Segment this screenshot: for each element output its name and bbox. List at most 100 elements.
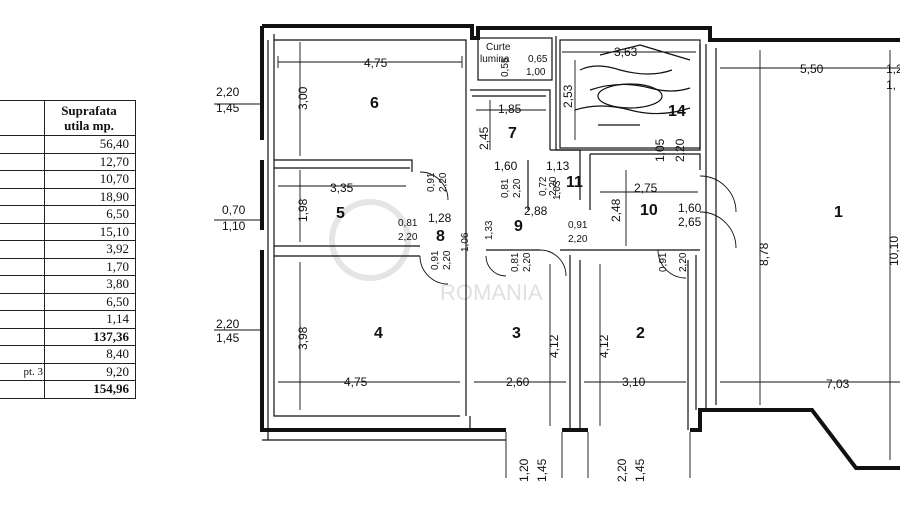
dim-door5b: 2,20 xyxy=(522,252,533,272)
dim-room4-width: 4,75 xyxy=(344,375,368,389)
dim-window6-b: 1, xyxy=(886,78,896,92)
dim-door1: 0,91 xyxy=(426,172,437,192)
dim-room2-width: 3,10 xyxy=(622,375,646,389)
dim-door-265: 2,65 xyxy=(678,215,702,229)
dim-window5-b: 1,45 xyxy=(633,458,647,482)
room-3-label: 3 xyxy=(512,325,521,342)
table-row: 10,70 xyxy=(0,170,136,189)
dim-court-a: 0,65 xyxy=(528,54,548,65)
table-row-area: 137,36 xyxy=(44,327,136,346)
dim-window6-a: 1,2 xyxy=(886,62,900,76)
dim-room9-width: 2,88 xyxy=(524,204,548,218)
dim-room5-width: 3,35 xyxy=(330,181,354,195)
room-8-label: 8 xyxy=(436,228,445,245)
dim-door1b: 2,20 xyxy=(438,172,449,192)
dim-window1-b: 1,45 xyxy=(216,101,240,115)
dim-room9-height: 1,33 xyxy=(484,220,495,240)
dim-door6: 0,91 xyxy=(568,220,588,231)
dim-room1-height-total: 10,10 xyxy=(887,236,900,266)
room-6-label: 6 xyxy=(370,95,379,112)
table-row: 15,10 xyxy=(0,222,136,241)
dim-room5-height: 1,98 xyxy=(296,198,310,222)
dim-door4b: 2,20 xyxy=(442,250,453,270)
room-10-label: 10 xyxy=(640,202,658,219)
dim-door9b: 2,20 xyxy=(548,176,559,196)
dim-window2-a: 0,70 xyxy=(222,203,246,217)
table-header-blank xyxy=(0,100,45,136)
table-row: 12,70 xyxy=(0,152,136,171)
table-row-area: 56,40 xyxy=(44,135,136,154)
dim-hall-c: 1,03 xyxy=(552,180,563,200)
dim-room8-width: 1,28 xyxy=(428,211,452,225)
dim-door7b: 2,20 xyxy=(678,252,689,272)
dim-window3-b: 1,45 xyxy=(216,331,240,345)
staircase xyxy=(559,39,701,149)
dim-room10-width: 2,75 xyxy=(634,181,658,195)
table-row: 154,96 xyxy=(0,380,136,399)
room-2-label: 2 xyxy=(636,325,645,342)
table-row: 6,50 xyxy=(0,205,136,224)
dim-window4-a: 1,20 xyxy=(517,458,531,482)
dim-door5: 0,81 xyxy=(510,252,521,272)
table-row-area: 154,96 xyxy=(44,380,136,399)
table-row-area: 10,70 xyxy=(44,170,136,189)
dim-window5-a: 2,20 xyxy=(615,458,629,482)
dimension-lines xyxy=(214,42,900,478)
dim-room2-height: 4,12 xyxy=(597,334,611,358)
dim-door6b: 2,20 xyxy=(568,234,588,245)
dim-door2: 0,81 xyxy=(398,218,418,229)
dim-court-c: 0,55 xyxy=(500,57,511,77)
dim-door3b: 2,20 xyxy=(512,178,523,198)
dim-door-220a: 2,20 xyxy=(673,138,687,162)
dim-stair-height: 2,53 xyxy=(561,84,575,108)
dim-room10-height: 2,48 xyxy=(609,198,623,222)
room-1-label: 1 xyxy=(834,204,843,221)
door-swings xyxy=(419,171,737,285)
table-row: 3,92 xyxy=(0,240,136,259)
table-row: 1,14 xyxy=(0,310,136,329)
table-row: 6,50 xyxy=(0,292,136,311)
watermark-brand: ROMANIA xyxy=(440,280,543,305)
room-11-label: 11 xyxy=(566,174,583,191)
dim-window3-a: 2,20 xyxy=(216,317,240,331)
table-row: 1,70 xyxy=(0,257,136,276)
dim-window1-a: 2,20 xyxy=(216,85,240,99)
dim-hall-a: 1,60 xyxy=(494,159,518,173)
room-7-label: 7 xyxy=(508,125,517,142)
dim-room4-height: 3,98 xyxy=(296,326,310,350)
dim-door2b: 2,20 xyxy=(398,232,418,243)
room-labels: 6 5 4 7 8 9 3 2 10 14 1 11 Curte lumina xyxy=(336,42,843,342)
table-row-area: 12,70 xyxy=(44,152,136,171)
courtyard-label-1: Curte xyxy=(486,42,511,53)
dim-room1-height: 8,78 xyxy=(757,242,771,266)
table-row-area: 1,14 xyxy=(44,310,136,329)
dim-room3-height: 4,12 xyxy=(547,334,561,358)
table-row: 137,36 xyxy=(0,327,136,346)
dim-window2-b: 1,10 xyxy=(222,219,246,233)
room-9-label: 9 xyxy=(514,218,523,235)
walls xyxy=(260,24,900,470)
dim-room1-width-top: 5,50 xyxy=(800,62,824,76)
watermark: ROMANIA xyxy=(329,199,543,305)
dimension-labels: 4,75 3,00 3,35 1,98 4,75 3,98 2,60 4,12 … xyxy=(216,45,900,482)
dim-room8-height: 1,06 xyxy=(460,232,471,252)
courtyard-label-2: lumina xyxy=(480,54,510,65)
dim-room6-width: 4,75 xyxy=(364,56,388,70)
dim-door7: 0,91 xyxy=(658,252,669,272)
table-row: 18,90 xyxy=(0,187,136,206)
dim-court-b: 1,00 xyxy=(526,67,546,78)
dim-room1-width-bottom: 7,03 xyxy=(826,377,850,391)
dim-room7-width: 1,85 xyxy=(498,102,522,116)
dim-hall-b: 1,13 xyxy=(546,159,570,173)
dim-room3-width: 2,60 xyxy=(506,375,530,389)
dim-door-160: 1,60 xyxy=(678,201,702,215)
room-4-label: 4 xyxy=(374,325,383,342)
room-14-label: 14 xyxy=(668,103,686,120)
dim-door-105: 1,05 xyxy=(653,138,667,162)
dim-door9: 0,72 xyxy=(538,176,549,196)
table-row: 3,80 xyxy=(0,275,136,294)
dim-window4-b: 1,45 xyxy=(535,458,549,482)
dim-room6-height: 3,00 xyxy=(296,86,310,110)
